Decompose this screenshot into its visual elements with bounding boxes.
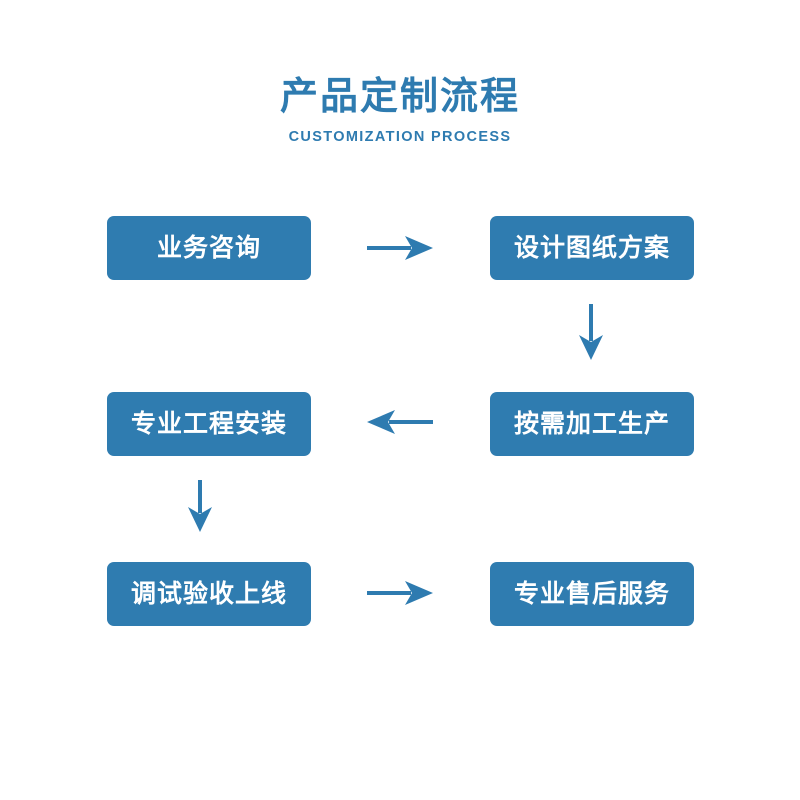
heading-block: 产品定制流程 CUSTOMIZATION PROCESS	[0, 74, 800, 146]
flow-step-on-demand-production[interactable]: 按需加工生产	[490, 392, 694, 456]
arrow-left-icon-row2	[365, 406, 435, 438]
flow-step-label: 调试验收上线	[130, 579, 287, 608]
flow-step-business-consultation[interactable]: 业务咨询	[107, 216, 311, 280]
flow-step-label: 专业售后服务	[513, 579, 670, 608]
flow-step-after-sales-service[interactable]: 专业售后服务	[490, 562, 694, 626]
arrow-right-icon-row3	[365, 577, 435, 609]
flow-step-professional-installation[interactable]: 专业工程安装	[107, 392, 311, 456]
arrow-right-icon-row1	[365, 232, 435, 264]
arrow-down-icon-left-column	[187, 479, 213, 533]
page-subtitle: CUSTOMIZATION PROCESS	[288, 129, 512, 145]
arrow-down-icon-right-column	[578, 303, 604, 361]
flow-step-label: 业务咨询	[156, 233, 261, 262]
flow-step-label: 设计图纸方案	[513, 233, 670, 262]
flow-step-label: 专业工程安装	[130, 409, 287, 438]
flow-step-design-drawing-plan[interactable]: 设计图纸方案	[490, 216, 694, 280]
flow-step-commissioning-acceptance[interactable]: 调试验收上线	[107, 562, 311, 626]
flow-step-label: 按需加工生产	[513, 409, 670, 438]
page-title: 产品定制流程	[279, 76, 520, 118]
